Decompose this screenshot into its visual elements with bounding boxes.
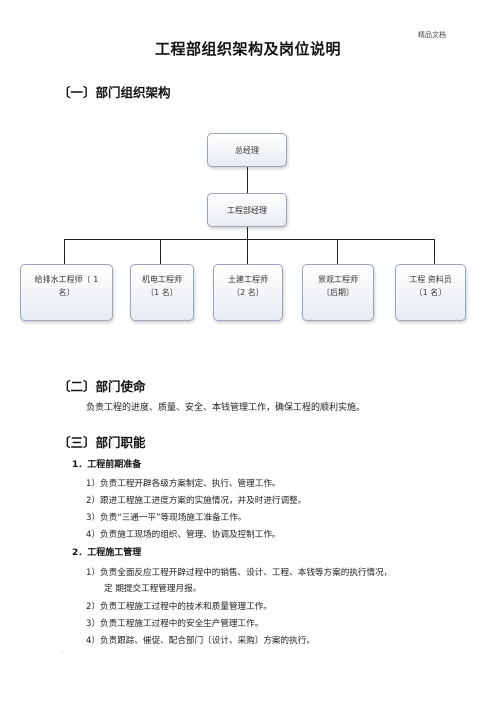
connector-child-3 — [247, 239, 248, 264]
section-2-heading: 〔二〕部门使命 — [58, 379, 146, 394]
list-item: 4）负责跟踪、催促、配合部门〔设计、采购〕方案的执行。 — [86, 636, 315, 646]
connector-root — [247, 167, 248, 193]
section-3-heading: 〔三〕部门职能 — [58, 435, 146, 450]
org-node-count: 〔2 名〕 — [232, 288, 264, 297]
org-node-mep-engineer: 机电工程师〔1 名〕 — [130, 264, 194, 321]
org-node-manager-label: 工程部经理 — [227, 205, 267, 215]
group-2-title: 2．工程施工管理 — [72, 548, 142, 558]
connector-child-4 — [337, 239, 338, 264]
org-node-count: 名〕 — [58, 288, 75, 297]
document-title: 工程部组织架构及岗位说明 — [154, 40, 341, 58]
org-node-civil-engineer: 土建工程师〔2 名〕 — [213, 264, 283, 321]
org-node-label: 土建工程师 — [228, 275, 268, 284]
org-node-root: 总经理 — [207, 133, 287, 167]
list-item: 4）负责施工现场的组织、管理、协调及控制工作。 — [86, 530, 281, 540]
connector-child-1 — [64, 239, 65, 264]
connector-child-2 — [160, 239, 161, 264]
org-node-manager: 工程部经理 — [207, 193, 287, 227]
footer-mark: . — [62, 648, 64, 655]
list-item: 2）负责工程施工过程中的技术和质量管理工作。 — [86, 602, 272, 612]
connector-manager — [247, 227, 248, 239]
section-1-heading: 〔一〕部门组织架构 — [58, 85, 171, 100]
connector-bus — [64, 239, 434, 240]
org-node-label: 景观工程师 — [318, 275, 358, 284]
org-node-document-clerk: 工程 资料员〔1 名〕 — [395, 264, 466, 321]
org-node-label: 工程 资料员 — [409, 275, 452, 284]
group-1-title: 1．工程前期准备 — [72, 460, 142, 470]
mission-text: 负责工程的进度、质量、安全、本钱管理工作，确保工程的顺利实施。 — [86, 403, 366, 413]
org-node-root-label: 总经理 — [235, 145, 259, 155]
list-item: 3）负责工程施工过程中的安全生产管理工作。 — [86, 619, 264, 629]
org-node-count: 〔后期〕 — [322, 288, 354, 297]
list-item: 2）跟进工程施工进度方案的实施情况，并及时进行调整。 — [86, 496, 307, 506]
list-item: 1）负责工程开辟各级方案制定、执行、管理工作。 — [86, 479, 281, 489]
list-item-continuation: 定 期提交工程管理月报。 — [104, 584, 202, 594]
org-node-label: 机电工程师 — [142, 275, 182, 284]
org-node-plumbing-engineer: 给排水工程师〔 1 名〕 — [20, 264, 113, 321]
org-node-landscape-engineer: 景观工程师〔后期〕 — [302, 264, 374, 321]
connector-child-5 — [434, 239, 435, 264]
org-node-label: 给排水工程师〔 1 — [34, 275, 99, 284]
list-item: 3）负责“三通一平”等现场施工准备工作。 — [86, 513, 247, 523]
list-item: 1）负责全面反应工程开辟过程中的销售、设计、工程、本钱等方案的执行情况， — [86, 568, 393, 578]
watermark: 精品文档 — [418, 31, 446, 39]
org-node-count: 〔1 名〕 — [146, 288, 178, 297]
org-node-count: 〔1 名〕 — [414, 288, 447, 297]
